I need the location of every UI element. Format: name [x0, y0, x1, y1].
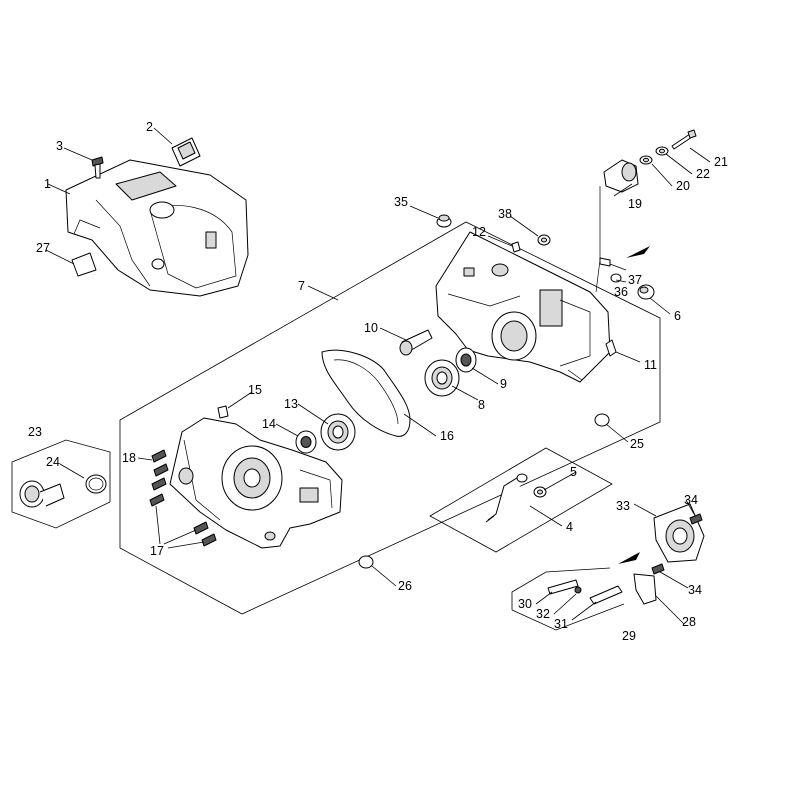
label-23: 23	[28, 425, 42, 439]
pin-12-part	[511, 241, 521, 253]
label-17: 17	[150, 544, 164, 558]
screws-17-part	[149, 493, 217, 547]
top-cover-part	[65, 159, 249, 297]
decal-part	[171, 137, 201, 167]
label-35: 35	[394, 195, 408, 209]
label-34-top: 34	[684, 493, 698, 507]
crankcase-left-part	[169, 417, 343, 549]
screws-18-part	[151, 449, 169, 491]
stud-10-part	[399, 329, 433, 356]
crankcase-right-part	[435, 231, 611, 383]
label-26: 26	[398, 579, 412, 593]
ball-32-part	[574, 586, 582, 594]
label-28: 28	[682, 615, 696, 629]
label-33: 33	[616, 499, 630, 513]
label-31: 31	[554, 617, 568, 631]
nut-38-part	[537, 234, 551, 246]
label-12: 12	[472, 225, 486, 239]
bracket-28-part	[633, 573, 657, 605]
label-9: 9	[500, 377, 507, 391]
washer-22-part	[655, 146, 669, 156]
ring-24-part	[85, 474, 107, 494]
assembly-23-outline	[11, 439, 111, 529]
arrow-lower-icon	[618, 552, 640, 564]
bolt-21-part	[671, 129, 697, 150]
label-15: 15	[248, 383, 262, 397]
rod-31-part	[589, 585, 623, 605]
screw-37-part	[599, 257, 611, 267]
av-buffer-19-part	[603, 159, 639, 193]
grommet-35-part	[436, 214, 452, 228]
nut-36-part	[610, 273, 622, 283]
label-36: 36	[614, 285, 628, 299]
label-34-bottom: 34	[688, 583, 702, 597]
plate-33-part	[653, 503, 705, 563]
label-6: 6	[674, 309, 681, 323]
arrow-upper-icon	[626, 246, 650, 258]
label-2: 2	[146, 120, 153, 134]
gasket-16-part	[321, 349, 411, 437]
oil-line-4-part	[485, 473, 528, 523]
label-18: 18	[122, 451, 136, 465]
label-13: 13	[284, 397, 298, 411]
seal-9-part	[455, 347, 477, 373]
assembly-29-outline	[511, 567, 625, 631]
bearing-8-part	[424, 359, 460, 397]
label-7: 7	[298, 279, 305, 293]
sleeve-20-part	[639, 155, 653, 165]
label-25: 25	[630, 437, 644, 451]
label-29: 29	[622, 629, 636, 643]
label-22: 22	[696, 167, 710, 181]
label-1: 1	[44, 177, 51, 191]
label-19: 19	[628, 197, 642, 211]
label-3: 3	[56, 139, 63, 153]
label-32: 32	[536, 607, 550, 621]
screw-30-part	[547, 579, 579, 595]
label-21: 21	[714, 155, 728, 169]
label-38: 38	[498, 207, 512, 221]
seal-14-part	[295, 430, 317, 454]
oil-cap-23-part	[19, 480, 65, 508]
plate-27-part	[71, 252, 97, 277]
label-24: 24	[46, 455, 60, 469]
plug-26-part	[358, 555, 374, 569]
washer-5-part	[533, 486, 547, 498]
bearing-13-part	[320, 413, 356, 451]
label-37: 37	[628, 273, 642, 287]
label-27: 27	[36, 241, 50, 255]
label-5: 5	[570, 465, 577, 479]
label-10: 10	[364, 321, 378, 335]
assembly-4-outline	[429, 447, 613, 553]
label-11: 11	[644, 358, 657, 372]
label-30: 30	[518, 597, 532, 611]
screw-3-part	[91, 156, 104, 179]
label-14: 14	[262, 417, 276, 431]
screw-34-top-part	[689, 513, 703, 525]
label-4: 4	[566, 520, 573, 534]
label-16: 16	[440, 429, 454, 443]
plug-25-part	[594, 413, 610, 427]
leader-lines	[45, 127, 711, 625]
assembly-7-outline	[119, 221, 661, 615]
plug-6-part	[637, 284, 655, 300]
screw-34-bottom-part	[651, 563, 665, 575]
label-20: 20	[676, 179, 690, 193]
label-8: 8	[478, 398, 485, 412]
pin-15-part	[217, 405, 229, 419]
